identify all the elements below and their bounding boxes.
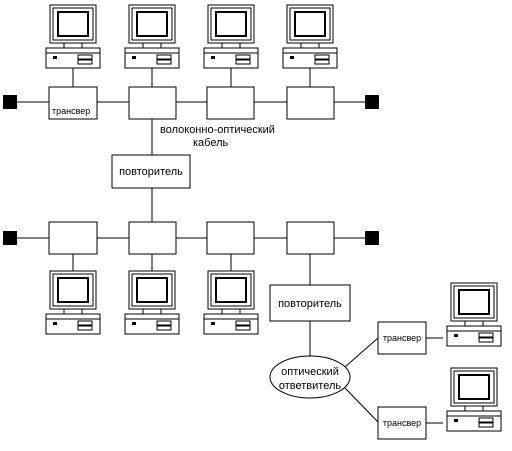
- computer-top-4: [282, 4, 338, 69]
- transceiver-right-upper-label: трансвер: [383, 333, 421, 343]
- transceiver-right-lower: [377, 406, 427, 440]
- computer-top-1: [45, 4, 101, 69]
- transceiver-top-2: [128, 86, 177, 120]
- transceiver-right-lower-label: трансвер: [383, 418, 421, 428]
- transceiver-lower-4: [286, 221, 335, 255]
- top-left-terminator: [3, 95, 17, 109]
- fiber-cable-label-2: кабель: [193, 137, 229, 149]
- transceiver-lower-1: [48, 221, 98, 255]
- repeater-right: [269, 284, 351, 322]
- transceiver-lower-2: [128, 221, 177, 255]
- optical-coupler-label-1: оптический: [281, 366, 339, 378]
- computer-right-upper: [446, 282, 502, 347]
- top-right-terminator: [365, 95, 379, 109]
- computer-top-3: [203, 4, 259, 69]
- transceiver-right-upper: [377, 321, 427, 355]
- repeater-right-label: повторитель: [278, 298, 342, 310]
- fiber-cable-label-1: волоконно-оптический: [160, 124, 275, 136]
- lower-left-terminator: [3, 231, 17, 245]
- top-segment: трансвер волоконно-оптический кабель: [3, 4, 379, 155]
- transceiver-top-label: трансвер: [52, 106, 90, 116]
- computer-top-2: [124, 4, 180, 69]
- transceiver-top-4: [286, 86, 335, 120]
- computer-lower-1: [45, 270, 101, 335]
- optical-coupler: [269, 355, 351, 399]
- lower-right-terminator: [365, 231, 379, 245]
- repeater-middle-label: повторитель: [119, 166, 183, 178]
- optical-coupler-label-2: ответвитель: [279, 380, 341, 392]
- computer-lower-2: [124, 270, 180, 335]
- transceiver-top-3: [206, 86, 255, 120]
- computer-lower-3: [203, 270, 259, 335]
- computer-right-lower: [446, 367, 502, 432]
- repeater-middle: [111, 154, 191, 189]
- transceiver-lower-3: [206, 221, 255, 255]
- transceiver-top-1: [48, 86, 98, 120]
- lower-segment: [3, 221, 379, 335]
